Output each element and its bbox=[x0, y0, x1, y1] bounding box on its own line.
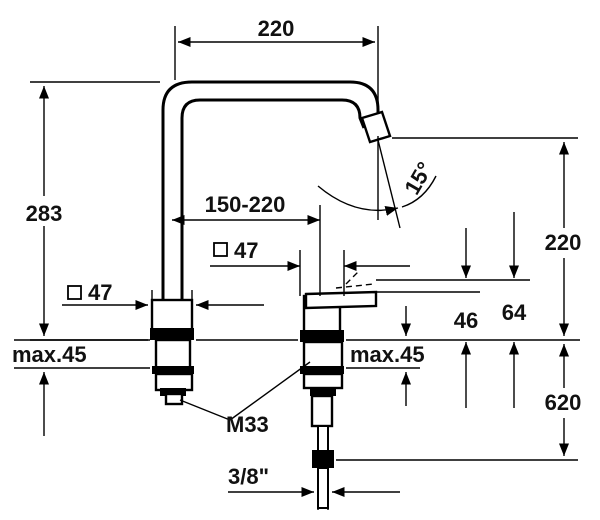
square-icon bbox=[213, 242, 228, 257]
label-center-distance: 150-220 bbox=[205, 192, 286, 217]
label-square-right: 47 bbox=[234, 238, 258, 263]
lever bbox=[304, 290, 378, 310]
dim-hose-length: 620 bbox=[336, 344, 588, 461]
mixer-body bbox=[300, 269, 378, 509]
spout bbox=[161, 80, 392, 300]
left-mount bbox=[150, 298, 194, 406]
square-icon bbox=[67, 285, 82, 300]
dim-center-distance: 150-220 bbox=[172, 192, 321, 296]
label-outlet-height: 220 bbox=[545, 230, 582, 255]
label-square-left: 47 bbox=[88, 280, 112, 305]
dim-thread: M33 bbox=[179, 361, 311, 437]
dim-square-right: 47 bbox=[210, 238, 410, 296]
deck-lines bbox=[14, 339, 580, 369]
label-connection: 3/8" bbox=[228, 464, 269, 489]
label-spout-reach: 220 bbox=[258, 16, 295, 41]
label-max-left: max.45 bbox=[12, 342, 87, 367]
dim-connection: 3/8" bbox=[228, 464, 400, 510]
label-lever-height-2: 64 bbox=[502, 300, 527, 325]
dim-outlet-height: 220 bbox=[392, 137, 588, 336]
dim-lever-heights: 46 64 bbox=[376, 212, 530, 408]
dim-max-right: max.45 bbox=[350, 306, 425, 406]
dim-max-left: max.45 bbox=[12, 342, 87, 436]
label-hose-length: 620 bbox=[545, 390, 582, 415]
label-lever-height: 46 bbox=[454, 308, 478, 333]
label-spout-height: 283 bbox=[26, 201, 63, 226]
label-max-right: max.45 bbox=[350, 342, 425, 367]
dim-spout-reach: 220 bbox=[174, 16, 379, 110]
dim-swivel-angle: 15° bbox=[317, 136, 438, 229]
label-thread: M33 bbox=[226, 412, 269, 437]
spout-outlet bbox=[360, 110, 392, 144]
dim-square-left: 47 bbox=[62, 280, 264, 330]
label-swivel-angle: 15° bbox=[399, 158, 437, 199]
dim-spout-height: 283 bbox=[26, 81, 160, 341]
